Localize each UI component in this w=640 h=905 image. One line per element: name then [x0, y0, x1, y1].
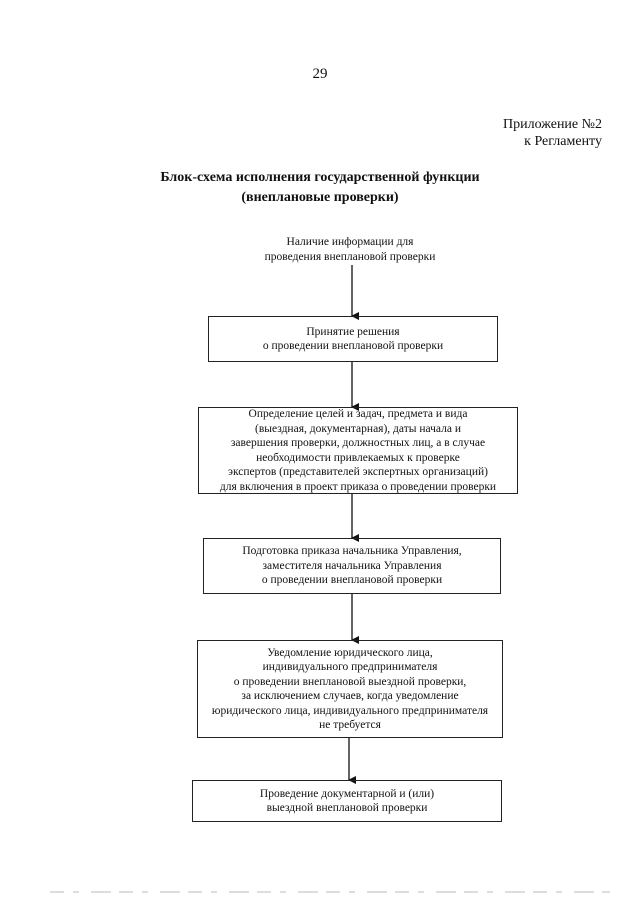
scan-footer-marks [50, 891, 610, 893]
flow-step-text: индивидуального предпринимателя [262, 661, 438, 673]
flow-step-goals-definition: Определение целей и задач, предмета и ви… [198, 407, 518, 494]
flow-step-text: о проведении внеплановой выездной провер… [233, 675, 467, 688]
flow-step-inspection: Проведение документарной и (или) выездно… [192, 780, 502, 822]
flow-step-order-preparation: Подготовка приказа начальника Управления… [203, 538, 501, 594]
title-line-2: (внеплановые проверки) [241, 190, 399, 205]
flow-step-text: Принятие решения [306, 325, 400, 338]
flow-step-text: юридического лица, индивидуального предп… [211, 704, 489, 717]
flow-step-text: завершения проверки, должностных лиц, а … [230, 437, 486, 449]
flow-step-text: Проведение документарной и (или) [259, 787, 435, 800]
flow-step-text: Уведомление юридического лица, [267, 646, 433, 659]
flow-step-text: не требуется [319, 719, 381, 731]
flow-step-text: заместителя начальника Управления [262, 559, 442, 572]
flow-step-text: о проведении внеплановой проверки [261, 574, 443, 587]
flow-step-text: о проведении внеплановой проверки [262, 340, 444, 352]
appendix-line-1: Приложение №2 [503, 117, 602, 132]
flow-step-text: экспертов (представителей экспертных орг… [228, 466, 488, 478]
flow-step-text: для включения в проект приказа о проведе… [219, 480, 497, 493]
title-line-1: Блок-схема исполнения государственной фу… [160, 170, 480, 185]
appendix-label: Приложение №2 к Регламенту [503, 116, 602, 150]
flow-step-notification: Уведомление юридического лица, индивидуа… [197, 640, 503, 738]
flow-step-text: Подготовка приказа начальника Управления… [242, 545, 462, 558]
flow-step-text: выездной внеплановой проверки [266, 802, 428, 814]
flow-step-text: за исключением случаев, когда уведомлени… [241, 690, 459, 702]
start-line-1: Наличие информации для [286, 236, 414, 248]
flow-step-text: необходимости привлекаемых к проверке [256, 451, 460, 464]
page-number: 29 [312, 66, 328, 82]
flow-step-text: Определение целей и задач, предмета и ви… [248, 408, 468, 420]
flow-step-decision: Принятие решения о проведении внепланово… [208, 316, 498, 362]
flow-step-text: (выездная, документарная), даты начала и [255, 422, 461, 435]
appendix-line-2: к Регламенту [524, 134, 602, 149]
diagram-title: Блок-схема исполнения государственной фу… [0, 168, 640, 208]
flow-start-text: Наличие информации для проведения внепла… [200, 235, 500, 265]
start-line-2: проведения внеплановой проверки [264, 251, 436, 263]
